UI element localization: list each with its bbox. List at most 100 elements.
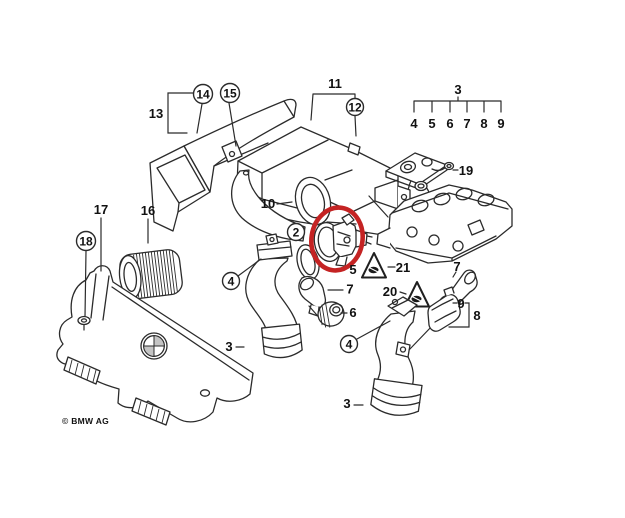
- valve-detail: [336, 231, 351, 247]
- cover-boss: [199, 389, 211, 397]
- bracket-3-group: [413, 96, 502, 113]
- callout-circle-4-upper[interactable]: [221, 271, 241, 291]
- head-runners: [411, 187, 495, 213]
- leader-14: [196, 103, 203, 134]
- warning-triangle-20: [404, 281, 430, 308]
- callout-circle-2[interactable]: [286, 222, 306, 242]
- upper-clamp-screw: [265, 233, 279, 246]
- callout-18[interactable]: 18: [79, 235, 93, 249]
- callout-row-6[interactable]: 6: [446, 116, 453, 131]
- runner-1: [411, 199, 429, 213]
- runner-3: [455, 187, 473, 201]
- gasket-inner: [300, 248, 316, 276]
- leader-4-upper: [237, 258, 262, 277]
- runner-4: [477, 193, 495, 207]
- connector-end: [464, 271, 476, 285]
- upper-clamp-screw-head: [269, 236, 275, 243]
- callout-7-right[interactable]: 7: [453, 259, 460, 274]
- callout-circle-12[interactable]: [345, 97, 365, 117]
- bracket-cyl-2: [421, 157, 433, 167]
- upper-hose-coupler: [260, 323, 303, 359]
- callout-17[interactable]: 17: [94, 202, 108, 217]
- callout-9[interactable]: 9: [457, 296, 464, 311]
- grille-left-ribs: [68, 359, 97, 383]
- callout-13[interactable]: 13: [149, 106, 163, 121]
- callout-8[interactable]: 8: [473, 308, 480, 323]
- screw-plug: [317, 301, 345, 328]
- valve-connector-prongs: [365, 235, 373, 245]
- connector-leader: [452, 271, 457, 278]
- bracket-boss-inner: [417, 183, 425, 189]
- highlight-circle: [309, 205, 365, 273]
- callout-15[interactable]: 15: [223, 87, 237, 101]
- lower-clamp-band: [391, 299, 409, 309]
- valve-stem: [341, 213, 355, 226]
- dash-20: [399, 291, 407, 295]
- bracket-boss: [414, 180, 428, 192]
- callout-row-9[interactable]: 9: [497, 116, 504, 131]
- callout-14[interactable]: 14: [196, 88, 210, 102]
- plug-opening-inner: [332, 306, 341, 314]
- callout-2[interactable]: 2: [293, 226, 300, 240]
- triangle-20-glyph-line: [411, 296, 422, 302]
- lower-clamp-screw: [391, 298, 399, 306]
- warning-triangle-21: [361, 252, 387, 279]
- upper-hose: [245, 233, 303, 359]
- bellows-face-inner: [123, 261, 138, 292]
- callout-circle-14[interactable]: [192, 83, 214, 105]
- callout-circle-4-lower[interactable]: [339, 334, 359, 354]
- upper-hose-clamp: [256, 240, 293, 261]
- leader-18: [84, 250, 87, 318]
- duct-scoop-inner: [156, 154, 206, 213]
- lower-hose-clamp: [387, 296, 418, 317]
- upper-cover-creases: [237, 139, 399, 202]
- callout-7-left[interactable]: 7: [346, 282, 353, 297]
- valve-detail-circle: [343, 236, 351, 244]
- callout-21[interactable]: 21: [396, 260, 410, 275]
- bracket-bolt-hole2: [242, 170, 250, 176]
- lower-hose: [370, 296, 434, 416]
- leader-12: [354, 115, 357, 137]
- callout-4-lower[interactable]: 4: [346, 338, 353, 352]
- head-detail-rect: [467, 219, 485, 236]
- triangle-21-outline: [361, 252, 387, 279]
- leader-18-washer: [77, 315, 91, 326]
- lower-tab-hole: [399, 346, 407, 353]
- upper-clamp-band: [258, 246, 292, 251]
- callout-20[interactable]: 20: [383, 284, 397, 299]
- bracket-11: [310, 93, 356, 121]
- callout-5[interactable]: 5: [349, 262, 356, 277]
- bracket-arm-eye-inner: [446, 163, 452, 169]
- vacuum-bands: [431, 298, 457, 323]
- callout-circle-15[interactable]: [219, 82, 241, 104]
- callout-11[interactable]: 11: [328, 76, 342, 91]
- callout-circle-18[interactable]: [75, 230, 97, 252]
- callout-3-upper[interactable]: 3: [225, 339, 232, 354]
- duct-clip-screw: [228, 150, 236, 158]
- grille-bottom-ribs: [137, 400, 166, 424]
- filter-bracket: [385, 152, 455, 192]
- callout-row-4[interactable]: 4: [410, 116, 418, 131]
- valve-bottom-tab: [335, 256, 348, 267]
- callout-10[interactable]: 10: [261, 196, 275, 211]
- triangle-20-outline: [404, 281, 430, 308]
- engine-cover: [56, 265, 254, 426]
- cover-arm-lines: [90, 273, 110, 321]
- callout-12[interactable]: 12: [348, 101, 362, 115]
- callout-row-5[interactable]: 5: [428, 116, 435, 131]
- callout-4-upper[interactable]: 4: [228, 275, 235, 289]
- callout-3-lower[interactable]: 3: [343, 396, 350, 411]
- plug-opening: [329, 303, 344, 317]
- runner-2: [433, 192, 451, 206]
- vacuum-nipple: [443, 286, 455, 297]
- plug-ribs: [319, 302, 331, 328]
- callout-19[interactable]: 19: [459, 163, 473, 178]
- callout-6[interactable]: 6: [349, 305, 356, 320]
- vacuum-unit: [427, 286, 461, 332]
- callout-row-7[interactable]: 7: [463, 116, 470, 131]
- head-port-2: [428, 234, 440, 246]
- callout-row-8[interactable]: 8: [480, 116, 487, 131]
- callout-16[interactable]: 16: [141, 203, 155, 218]
- callout-3-group[interactable]: 3: [454, 82, 461, 97]
